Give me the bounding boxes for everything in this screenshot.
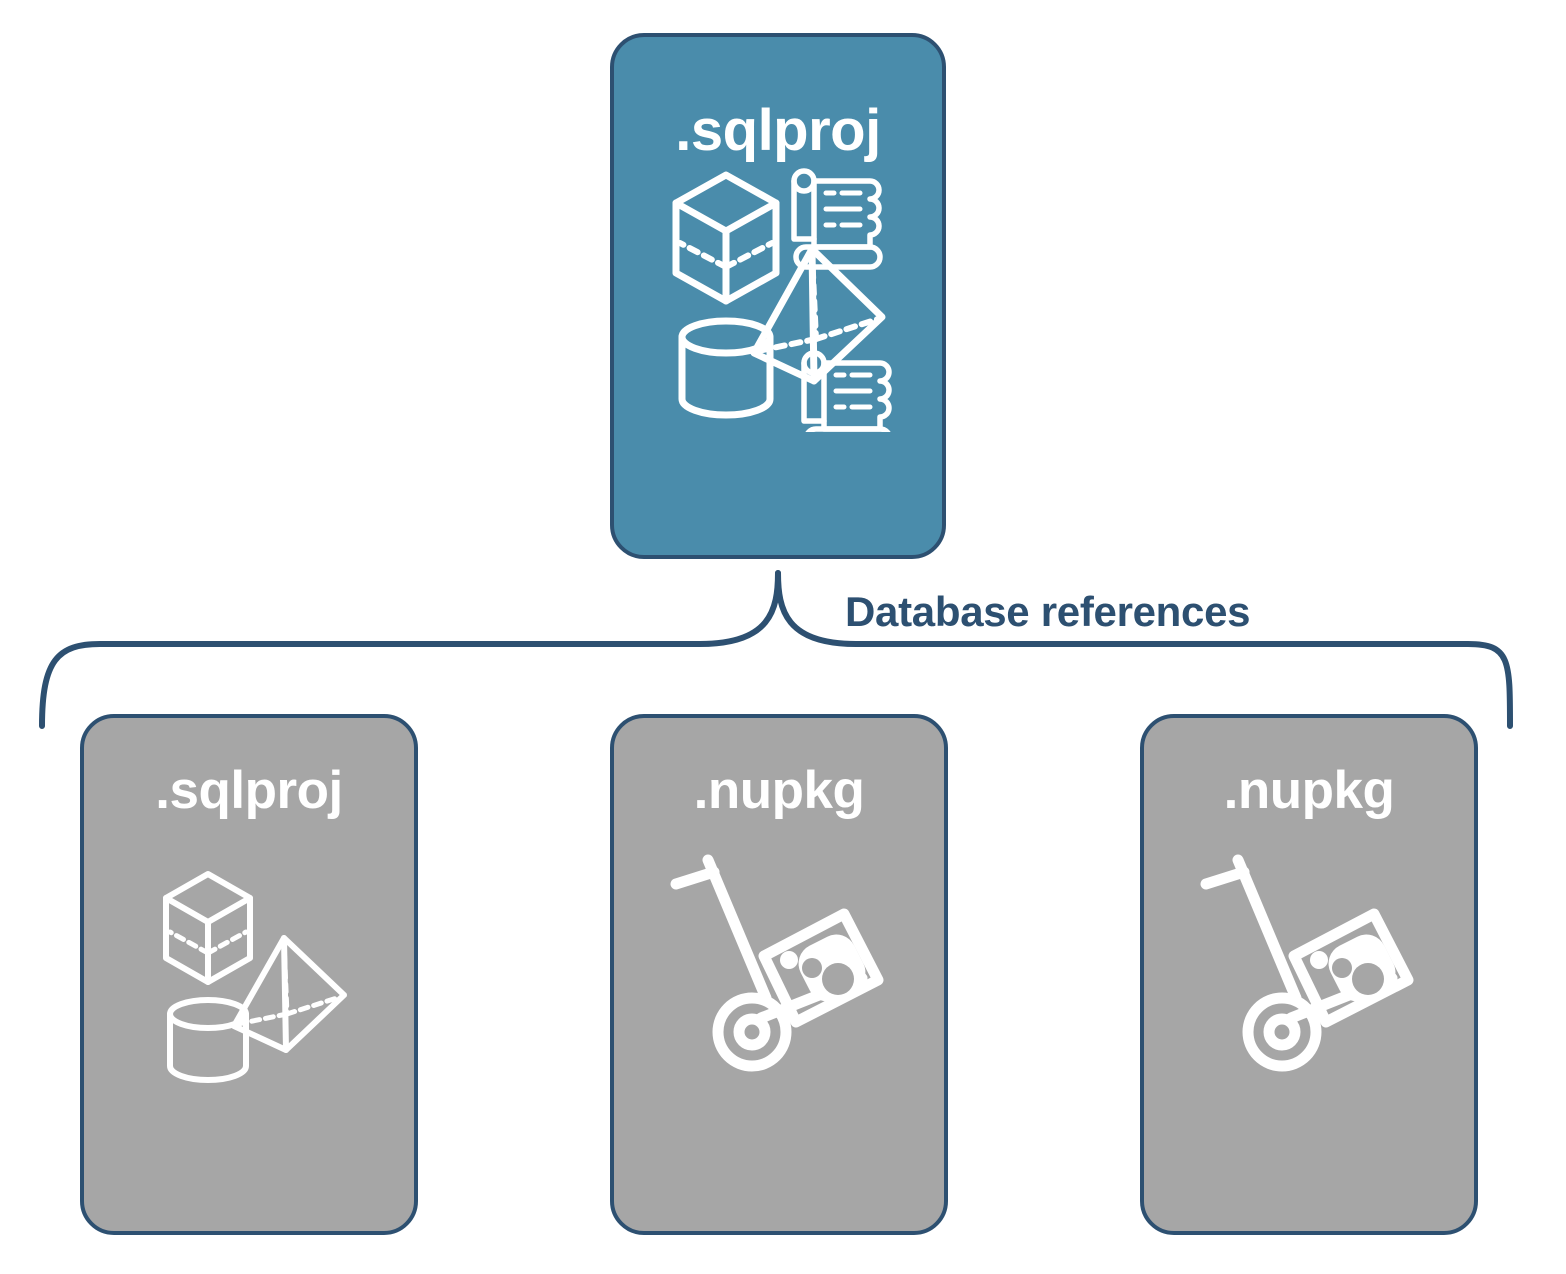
nuget-hand-truck-icon (666, 846, 906, 1086)
root-sqlproj-label: .sqlproj (675, 98, 881, 163)
root-card-icon-group (664, 167, 904, 452)
reference-nupkg-label-1: .nupkg (693, 761, 865, 820)
reference-card-nupkg-2[interactable]: .nupkg (1140, 714, 1478, 1235)
root-sqlproj-card[interactable]: .sqlproj (610, 33, 946, 559)
script-scroll-icon (791, 168, 883, 270)
script-scroll-icon (801, 350, 893, 452)
database-references-label: Database references (845, 588, 1251, 635)
reference-sqlproj-icon-group (156, 868, 371, 1093)
nuget-hand-truck-icon (1196, 846, 1436, 1086)
cube-wireframe-icon (163, 871, 253, 985)
reference-card-nupkg-1[interactable]: .nupkg (610, 714, 948, 1235)
cylinder-wireframe-icon (678, 317, 774, 419)
reference-nupkg-label-2: .nupkg (1223, 761, 1395, 820)
reference-sqlproj-label: .sqlproj (155, 761, 343, 820)
cube-wireframe-icon (672, 171, 780, 305)
reference-card-sqlproj[interactable]: .sqlproj (80, 714, 418, 1235)
cylinder-wireframe-icon (167, 997, 249, 1083)
